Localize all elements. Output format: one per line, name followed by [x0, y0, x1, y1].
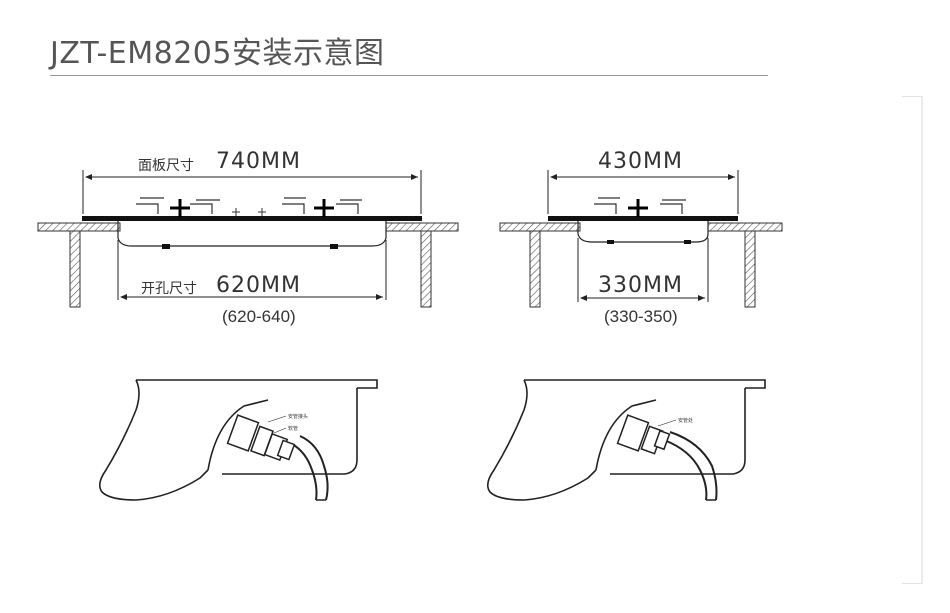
burner — [628, 199, 648, 217]
panel-size-value: 740MM — [216, 149, 301, 174]
hob-body — [577, 221, 709, 243]
hob-panel — [82, 216, 422, 221]
pan-support — [594, 197, 686, 214]
burner-left — [170, 199, 190, 217]
connector-label: 安管处 — [678, 417, 693, 424]
cutout-size-label: 开孔尺寸 — [141, 281, 197, 297]
cutout-range: (330-350) — [604, 307, 678, 326]
cabinet-leg-left — [69, 230, 81, 308]
title-divider — [50, 75, 768, 76]
cabinet-leg-right — [744, 230, 756, 308]
hob-panel — [548, 216, 738, 221]
connector-detail-right — [486, 379, 766, 501]
cabinet-leg-left — [529, 230, 541, 308]
pan-support-right — [282, 197, 362, 214]
connector-label-top: 安管接头 — [288, 413, 308, 420]
cutout-size-value: 330MM — [598, 273, 683, 298]
side-frame — [902, 96, 923, 584]
burner-right — [314, 199, 334, 217]
countertop-right — [385, 222, 459, 232]
connector-detail-left — [98, 379, 378, 501]
connector-label-bottom: 软管 — [288, 425, 298, 432]
cabinet-leg-right — [420, 230, 432, 308]
panel-size-label: 面板尺寸 — [138, 158, 194, 174]
page-title: JZT-EM8205安装示意图 — [50, 36, 385, 71]
cutout-size-value: 620MM — [216, 273, 301, 298]
cutout-range: (620-640) — [222, 307, 296, 326]
right-hob-side-view — [499, 170, 783, 308]
countertop-left — [37, 222, 121, 232]
left-hob-side-view — [37, 170, 459, 308]
hob-body — [117, 221, 387, 247]
pan-support-left — [136, 197, 220, 214]
countertop-right — [707, 222, 783, 232]
panel-size-value: 430MM — [598, 149, 683, 174]
valve-fitting-left — [226, 414, 296, 462]
countertop-left — [499, 222, 581, 232]
valve-fitting-right — [616, 414, 671, 455]
